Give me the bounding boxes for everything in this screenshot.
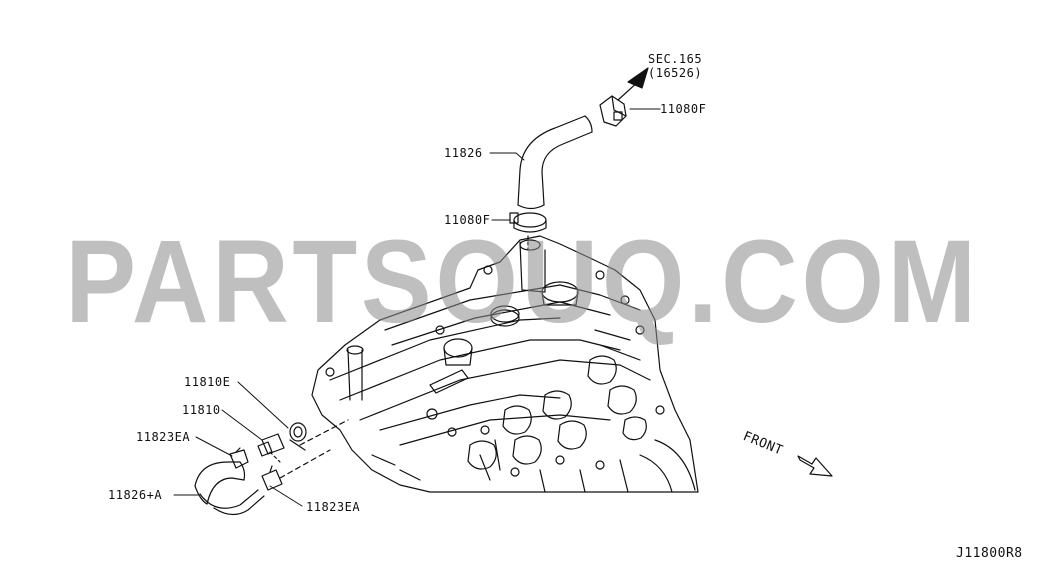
hose-11826-top (517, 115, 593, 210)
leader-lines (173, 108, 661, 507)
clamp-11080f-mid (509, 212, 547, 251)
clamp-11080f-top (599, 95, 627, 127)
label-sec-sub: (16526) (648, 66, 703, 80)
label-sec-165[interactable]: SEC.165 (648, 52, 703, 66)
label-11823ea-left[interactable]: 11823EA (136, 430, 191, 444)
label-11826-top[interactable]: 11826 (444, 146, 483, 160)
sec-165-arrow (617, 67, 649, 101)
pcv-valve-11810 (257, 419, 349, 463)
hose-11826a-bottom (194, 461, 265, 516)
label-11826a[interactable]: 11826+A (108, 488, 163, 502)
label-11810e[interactable]: 11810E (184, 375, 231, 389)
clamp-11823ea-bottom (261, 449, 331, 491)
front-arrow (797, 455, 833, 477)
label-11080f-top[interactable]: 11080F (660, 102, 707, 116)
label-11810[interactable]: 11810 (182, 403, 221, 417)
label-11823ea-bottom[interactable]: 11823EA (306, 500, 361, 514)
clamp-11823ea-left (229, 447, 249, 469)
diagram-code: J11800R8 (956, 546, 1023, 561)
watermark: PARTSOUQ.COM (65, 216, 980, 348)
engine-block (311, 235, 699, 493)
label-11080f-mid[interactable]: 11080F (444, 213, 491, 227)
